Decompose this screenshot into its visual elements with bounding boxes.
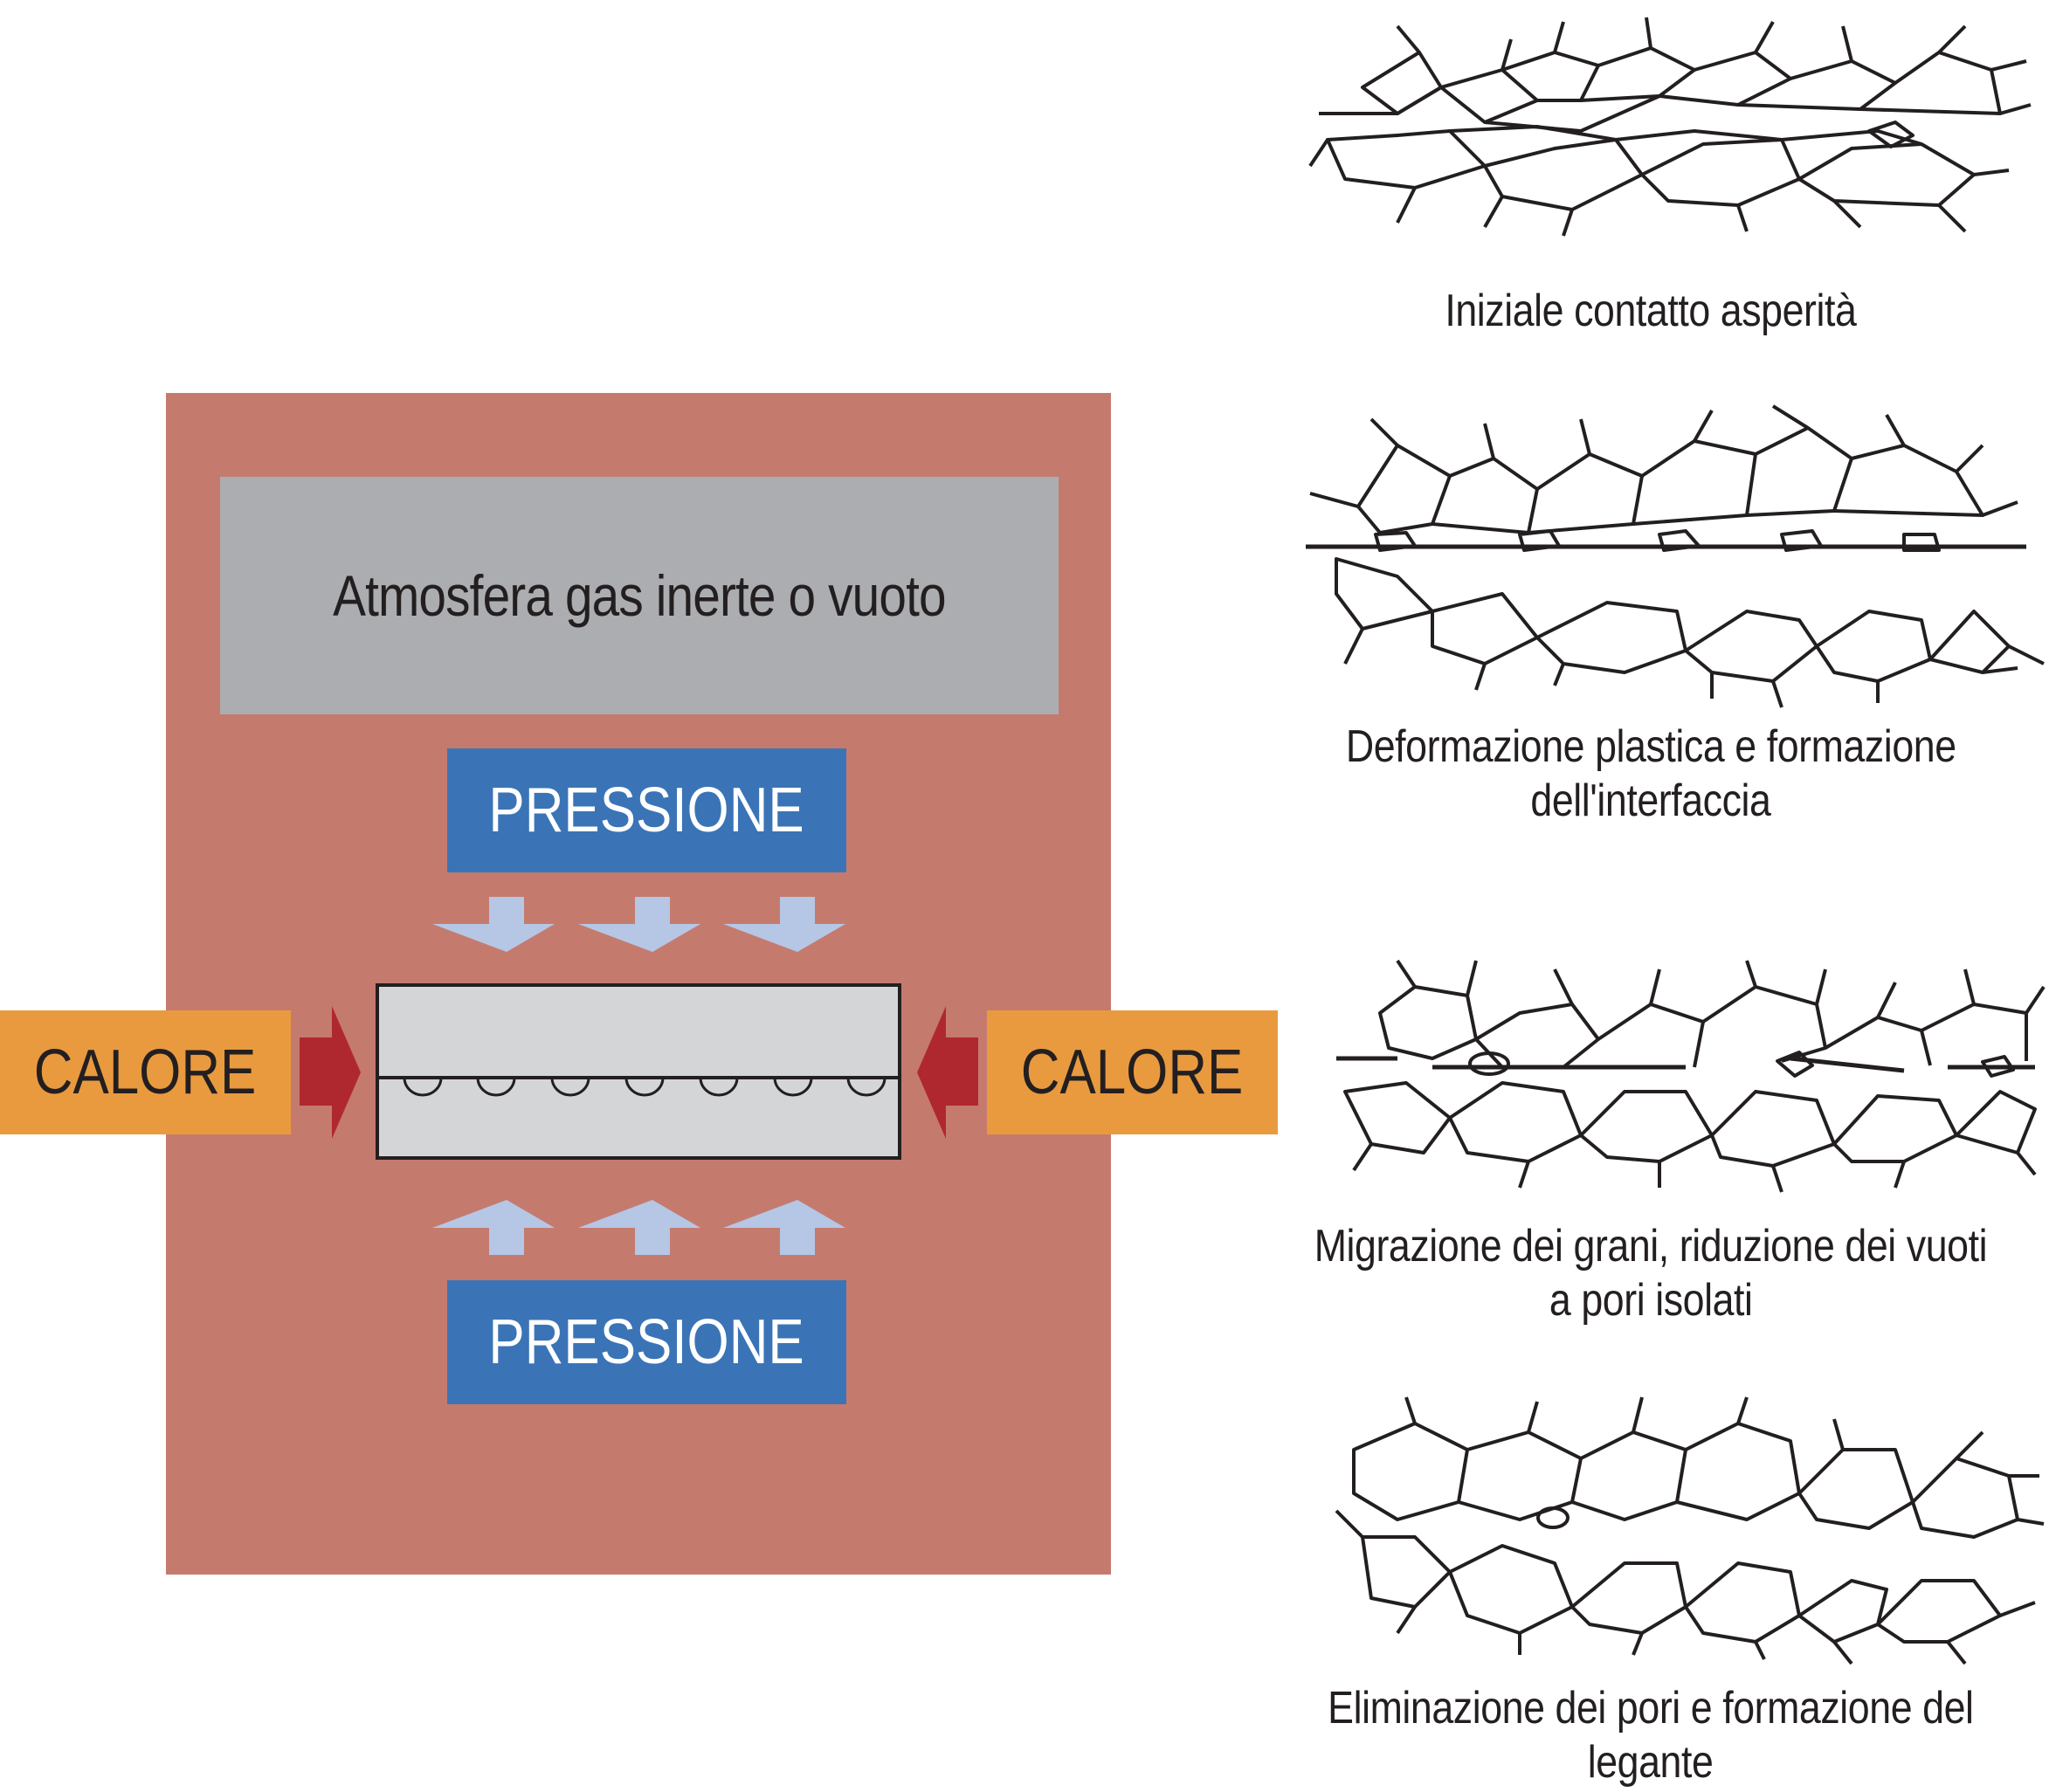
interface-voids [403,1077,887,1097]
pressure-arrow-down-icon [723,897,845,952]
stage-2-caption: Deformazione plastica e formazione dell'… [1275,720,2026,828]
pressure-arrow-up-icon [578,1200,700,1255]
atmosphere-label: Atmosfera gas inerte o vuoto [333,563,946,628]
stage-4-caption-line2: legante [1588,1737,1714,1788]
stage-2-caption-line2: dell'interfaccia [1530,775,1771,826]
stage-1-grains [1308,17,2032,237]
heat-arrow-left-icon [917,1006,978,1139]
stage-2-grains [1306,404,2045,708]
stage-4-caption: Eliminazione dei pori e formazione del l… [1275,1681,2026,1789]
pressure-arrow-down-icon [578,897,700,952]
pressure-arrows-top [432,897,845,952]
pressure-arrow-up-icon [723,1200,845,1255]
atmosphere-box: Atmosfera gas inerte o vuoto [220,477,1059,714]
stage-3-caption-line2: a pori isolati [1549,1275,1753,1326]
pressure-arrow-up-icon [432,1200,555,1255]
heat-arrow-right-icon [300,1006,361,1139]
heat-label-right: CALORE [1021,1037,1244,1107]
stage-3-caption-line1: Migrazione dei grani, riduzione dei vuot… [1314,1221,1988,1272]
pressure-arrows-bottom [432,1200,845,1255]
heat-box-left: CALORE [0,1010,291,1134]
pressure-box-top: PRESSIONE [447,748,846,872]
stage-4-caption-line1: Eliminazione dei pori e formazione del [1328,1683,1974,1733]
stage-3-caption: Migrazione dei grani, riduzione dei vuot… [1249,1219,2049,1327]
pressure-box-bottom: PRESSIONE [447,1280,846,1404]
stage-4-grains [1335,1396,2045,1665]
stage-3-grains [1336,959,2046,1193]
specimen [376,983,901,1160]
stage-1-caption-line1: Iniziale contatto asperità [1445,286,1857,336]
stage-1-caption: Iniziale contatto asperità [1275,284,2026,338]
pressure-label-top: PRESSIONE [488,775,805,845]
pressure-arrow-down-icon [432,897,555,952]
stage-2-caption-line1: Deformazione plastica e formazione [1345,721,1956,772]
heat-label-left: CALORE [34,1037,257,1107]
pressure-label-bottom: PRESSIONE [488,1307,805,1377]
heat-box-right: CALORE [987,1010,1278,1134]
